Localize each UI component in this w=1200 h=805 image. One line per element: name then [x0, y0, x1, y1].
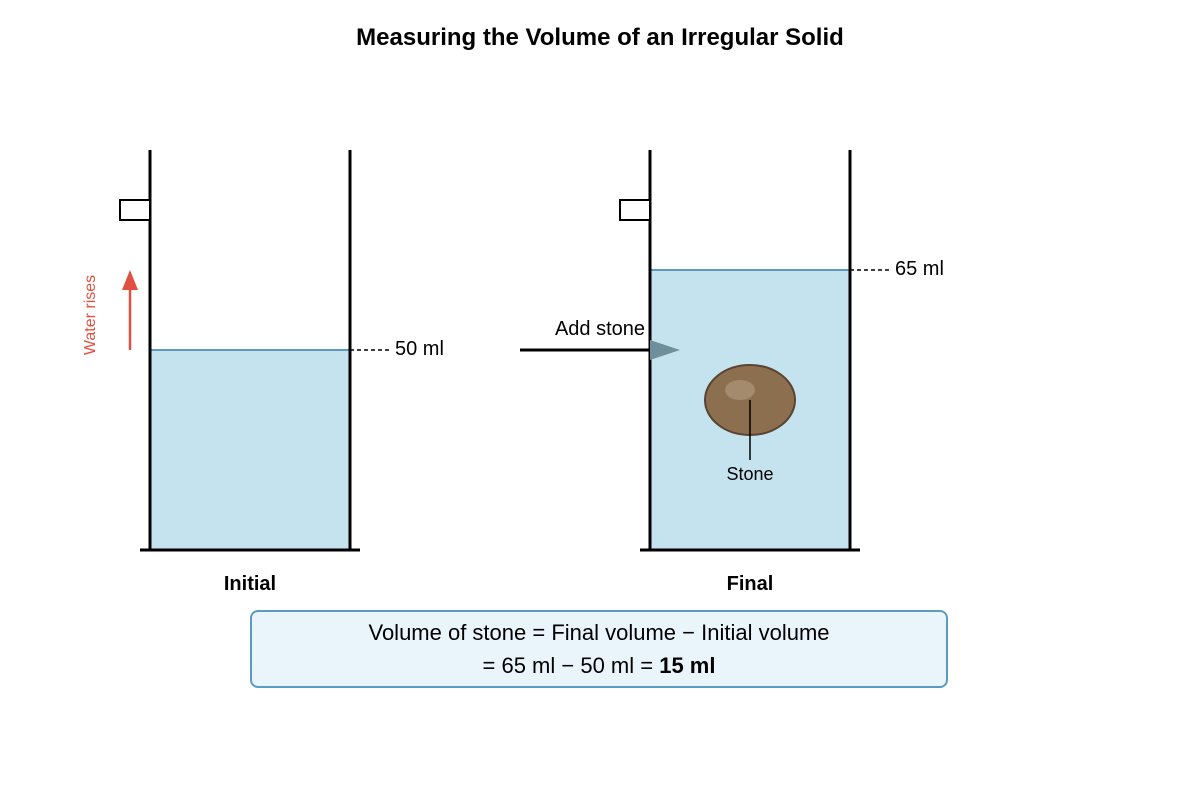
add-stone-label: Add stone [555, 318, 645, 340]
formula-result: 15 ml [659, 653, 716, 678]
add-stone-arrow-head [650, 340, 680, 360]
formula-line-1: Volume of stone = Final volume − Initial… [368, 620, 830, 645]
water-rises-label: Water rises [82, 275, 99, 355]
stone-highlight [725, 380, 755, 400]
initial-water [150, 350, 350, 550]
final-spout [619, 199, 651, 221]
final-reading-label: 65 ml [895, 258, 944, 280]
initial-cylinder [119, 150, 360, 552]
water-rises-arrow-head [122, 270, 138, 290]
formula-line-2: = 65 ml − 50 ml = 15 ml [483, 649, 716, 682]
stone-label: Stone [726, 464, 773, 484]
formula-box: Volume of stone = Final volume − Initial… [250, 610, 948, 688]
final-caption: Final [727, 573, 774, 595]
initial-caption: Initial [224, 573, 276, 595]
formula-line-2-prefix: = 65 ml − 50 ml = [482, 653, 660, 678]
initial-spout [119, 199, 151, 221]
diagram-title: Measuring the Volume of an Irregular Sol… [356, 24, 844, 51]
initial-reading-label: 50 ml [395, 338, 444, 360]
